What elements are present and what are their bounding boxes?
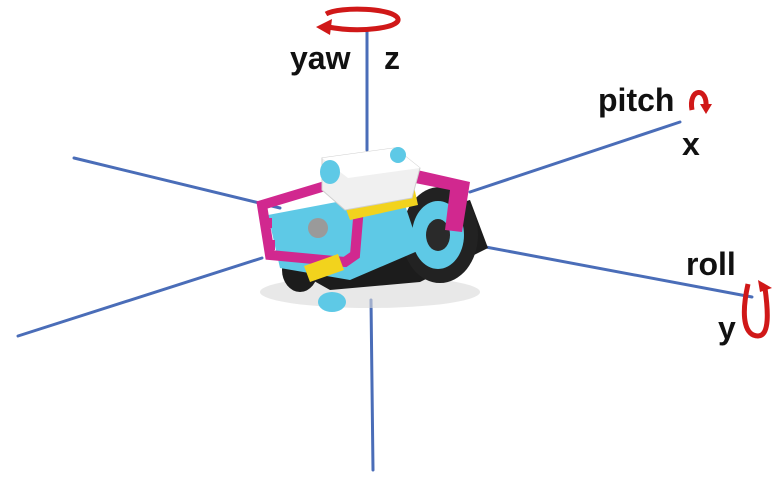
y-axis-line <box>473 243 754 299</box>
x-axis-line <box>468 120 682 194</box>
rotation-arrow-horizontal-icon <box>316 6 401 35</box>
y-axis-back-line <box>16 256 264 338</box>
pitch-label: pitch <box>598 82 675 118</box>
z-axis-label: z <box>384 40 400 76</box>
robot-image <box>256 147 488 312</box>
yaw-label: yaw <box>290 40 351 76</box>
z-axis-lower-line <box>369 298 375 472</box>
x-axis-back-line <box>72 156 282 210</box>
y-axis-label: y <box>718 310 736 346</box>
rotation-arrow-vertical-icon <box>741 280 772 339</box>
axis-lines <box>16 28 754 472</box>
x-axis-label: x <box>682 126 700 162</box>
roll-label: roll <box>686 246 736 282</box>
rotation-arrow-small-icon <box>688 90 712 114</box>
